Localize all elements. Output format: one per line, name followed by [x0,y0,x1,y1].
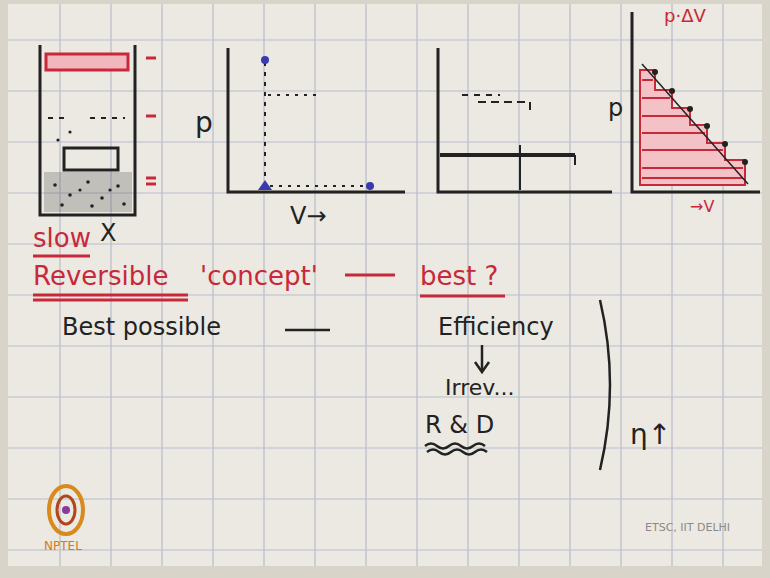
note: Efficiency [438,314,554,340]
watermark: ETSC, IIT DELHI [645,522,730,534]
underlines [33,256,505,300]
board [8,4,762,566]
nptel-logo [49,486,83,534]
logo-text: NPTEL [44,540,82,553]
work-label: p·ΔV [664,6,706,26]
axis-label: p [195,108,213,139]
piston-cylinder [40,45,156,215]
note: X [100,220,116,246]
note: Best possible [62,314,221,340]
annotation-strokes [285,300,610,470]
note: best ? [420,262,498,291]
pv-graph [438,48,612,192]
note: 'concept' [200,262,318,291]
note: slow [33,224,91,253]
heading-word: Reversible [33,262,168,291]
axis-label: p [608,95,623,121]
grid [8,4,762,566]
work-staircase-graph [632,12,760,192]
pv-graph [228,48,405,192]
note: R & D [425,412,494,438]
axis-label: V→ [290,203,327,229]
note: Irrev... [445,376,515,400]
note: η↑ [630,420,671,451]
axis-label: →V [690,198,714,216]
